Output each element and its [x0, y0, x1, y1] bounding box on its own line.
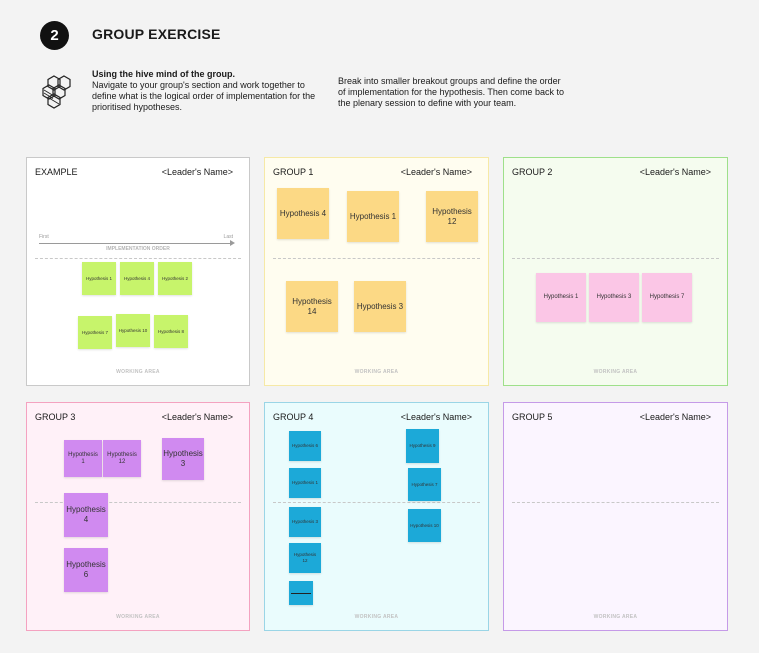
divider — [273, 502, 480, 503]
working-area-label: WORKING AREA — [116, 369, 160, 375]
intro-heading: Using the hive mind of the group. — [92, 69, 235, 79]
leader-name[interactable]: <Leader's Name> — [400, 167, 472, 177]
sticky-note[interactable]: Hypothesis 7 — [642, 273, 692, 322]
sticky-note[interactable]: Hypothesis 12 — [426, 191, 478, 242]
sticky-note[interactable]: Hypothesis 7 — [78, 316, 112, 349]
sticky-note[interactable]: Hypothesis 3 — [162, 438, 204, 480]
board-title: EXAMPLE — [35, 167, 78, 177]
working-area-label: WORKING AREA — [354, 369, 399, 375]
hive-icon — [42, 75, 71, 109]
board-title: GROUP 5 — [512, 412, 553, 422]
sticky-note[interactable]: Hypothesis 3 — [289, 507, 321, 537]
leader-name[interactable]: <Leader's Name> — [400, 412, 472, 422]
sticky-note[interactable]: Hypothesis 10 — [116, 314, 150, 347]
group-2-board: GROUP 2 <Leader's Name> Hypothesis 1 Hyp… — [503, 157, 728, 386]
sticky-note[interactable]: Hypothesis 14 — [286, 281, 338, 332]
board-title: GROUP 4 — [273, 412, 314, 422]
group-3-board: GROUP 3 <Leader's Name> Hypothesis 1 Hyp… — [26, 402, 250, 631]
example-board: EXAMPLE <Leader's Name> First Last IMPLE… — [26, 157, 250, 386]
sticky-note[interactable]: Hypothesis 4 — [120, 262, 154, 295]
board-title: GROUP 3 — [35, 412, 76, 422]
leader-name[interactable]: <Leader's Name> — [161, 167, 233, 177]
board-title: GROUP 1 — [273, 167, 314, 177]
group-1-board: GROUP 1 <Leader's Name> Hypothesis 4 Hyp… — [264, 157, 489, 386]
sticky-note[interactable]: Hypothesis 8 — [154, 315, 188, 348]
axis-label: IMPLEMENTATION ORDER — [106, 246, 170, 252]
divider — [512, 258, 719, 259]
sticky-note[interactable]: Hypothesis 12 — [103, 440, 141, 477]
sticky-note[interactable]: Hypothesis 1 — [64, 440, 102, 477]
leader-name[interactable]: <Leader's Name> — [639, 412, 711, 422]
axis-first-label: First — [39, 234, 49, 240]
sticky-note-blank[interactable] — [289, 581, 313, 605]
note-scribble — [291, 593, 311, 594]
working-area-label: WORKING AREA — [116, 614, 160, 620]
page-title: GROUP EXERCISE — [92, 26, 221, 42]
sticky-note[interactable]: Hypothesis 6 — [64, 548, 108, 592]
divider — [35, 502, 241, 503]
sticky-note[interactable]: Hypothesis 4 — [64, 493, 108, 537]
sticky-note[interactable]: Hypothesis 4 — [277, 188, 329, 239]
sticky-note[interactable]: Hypothesis 12 — [289, 543, 321, 573]
sticky-note[interactable]: Hypothesis 1 — [347, 191, 399, 242]
working-area-label: WORKING AREA — [593, 614, 638, 620]
implementation-order-arrow — [39, 240, 235, 246]
sticky-note[interactable]: Hypothesis 10 — [408, 509, 441, 542]
sticky-note[interactable]: Hypothesis 7 — [408, 468, 441, 501]
axis-last-label: Last — [223, 234, 233, 240]
step-number-badge: 2 — [40, 21, 69, 50]
sticky-note[interactable]: Hypothesis 9 — [406, 429, 439, 463]
divider — [273, 258, 480, 259]
intro-body: Navigate to your group's section and wor… — [92, 80, 316, 112]
sticky-note[interactable]: Hypothesis 1 — [536, 273, 586, 322]
sticky-note[interactable]: Hypothesis 1 — [82, 262, 116, 295]
working-area-label: WORKING AREA — [593, 369, 638, 375]
sticky-note[interactable]: Hypothesis 3 — [354, 281, 406, 332]
board-title: GROUP 2 — [512, 167, 553, 177]
instructions-text: Break into smaller breakout groups and d… — [338, 76, 564, 108]
group-5-board: GROUP 5 <Leader's Name> WORKING AREA — [503, 402, 728, 631]
leader-name[interactable]: <Leader's Name> — [639, 167, 711, 177]
sticky-note[interactable]: Hypothesis 3 — [589, 273, 639, 322]
intro-text: Using the hive mind of the group. Naviga… — [92, 69, 317, 113]
group-4-board: GROUP 4 <Leader's Name> Hypothesis 6 Hyp… — [264, 402, 489, 631]
divider — [512, 502, 719, 503]
working-area-label: WORKING AREA — [354, 614, 399, 620]
sticky-note[interactable]: Hypothesis 2 — [158, 262, 192, 295]
leader-name[interactable]: <Leader's Name> — [161, 412, 233, 422]
divider — [35, 258, 241, 259]
sticky-note[interactable]: Hypothesis 1 — [289, 468, 321, 498]
sticky-note[interactable]: Hypothesis 6 — [289, 431, 321, 461]
